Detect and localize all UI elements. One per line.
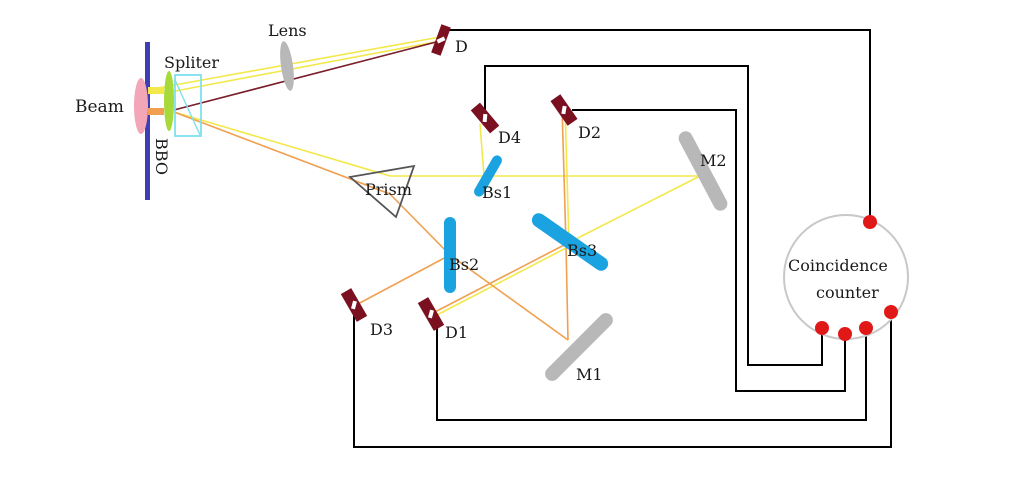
- bs2-element: [444, 217, 456, 293]
- coincidence-counter: Coincidence counter: [783, 214, 909, 341]
- beam-bs3-to-d1: [432, 243, 567, 314]
- beam-bs2-to-m1: [449, 254, 569, 341]
- beam-m1-to-bs3: [565, 243, 569, 341]
- detector-d1: [417, 297, 445, 331]
- counter-port-2: [838, 327, 852, 341]
- detector-d-label: D: [455, 37, 468, 56]
- splitter-outline: [174, 74, 202, 137]
- optical-beams: [157, 36, 701, 341]
- counter-body: [783, 214, 909, 340]
- beam-ray-orange: [148, 108, 164, 115]
- beam-bs3-to-d2: [561, 105, 567, 245]
- detector-d4-label: D4: [498, 128, 521, 147]
- counter-label-line1: Coincidence: [788, 256, 888, 275]
- wire-d3-to-counter: [353, 312, 892, 448]
- bbo-crystal: [164, 71, 174, 131]
- idler-beam-to-prism: [173, 111, 391, 195]
- beam-m2-to-bs3: [565, 175, 701, 245]
- counter-port-1: [815, 321, 829, 335]
- splitter-label: Spliter: [164, 53, 219, 72]
- counter-label-line2: counter: [816, 283, 879, 302]
- wire-d-to-counter: [446, 29, 871, 222]
- prism-element: [347, 164, 416, 219]
- beam-prism-to-bs2: [389, 193, 451, 256]
- splitter-diagonal: [174, 79, 201, 136]
- bs1-label: Bs1: [482, 183, 512, 202]
- source-assembly: [134, 42, 202, 200]
- detector-d: [431, 24, 451, 56]
- detector-d4: [470, 102, 500, 134]
- beam-bs2-to-d3: [355, 254, 451, 306]
- detector-d2: [550, 94, 578, 126]
- wire-d2-to-counter: [572, 109, 846, 392]
- m1-element: [545, 313, 613, 381]
- signal-wires: [353, 29, 892, 448]
- signal-beam-to-m2: [173, 111, 391, 177]
- detector-d3: [340, 288, 368, 322]
- signal-beam-upper-2: [169, 40, 441, 93]
- wire-d4-to-counter: [484, 65, 823, 366]
- beam-bs3-to-d1-2: [434, 246, 569, 317]
- wire-d1-to-counter: [436, 321, 867, 421]
- detector-d2-label: D2: [578, 123, 601, 142]
- laser-bar: [145, 42, 150, 200]
- bs2-label: Bs2: [449, 255, 479, 274]
- return-beam: [173, 40, 441, 111]
- detector-d1-label: D1: [445, 323, 468, 342]
- bs1-element: [474, 155, 502, 197]
- signal-beam-upper: [157, 36, 441, 89]
- beam-label: Beam: [75, 97, 124, 117]
- counter-port-4: [884, 305, 898, 319]
- detector-d3-label: D3: [370, 320, 393, 339]
- prism-label: Prism: [365, 180, 412, 199]
- m2-element: [678, 131, 728, 211]
- lens-element: [280, 41, 294, 91]
- counter-port-top: [863, 215, 877, 229]
- counter-port-3: [859, 321, 873, 335]
- m1-label: M1: [576, 365, 603, 384]
- bbo-label: BBO: [152, 138, 171, 175]
- beam-spot: [134, 78, 148, 134]
- bs3-label: Bs3: [567, 241, 597, 260]
- beam-bs3-to-d2-2: [564, 105, 570, 245]
- beam-bs1-to-d4: [479, 123, 485, 177]
- lens-label: Lens: [268, 21, 307, 40]
- m2-label: M2: [700, 151, 727, 170]
- bs3-element: [531, 213, 609, 271]
- beam-ray-yellow: [148, 87, 164, 94]
